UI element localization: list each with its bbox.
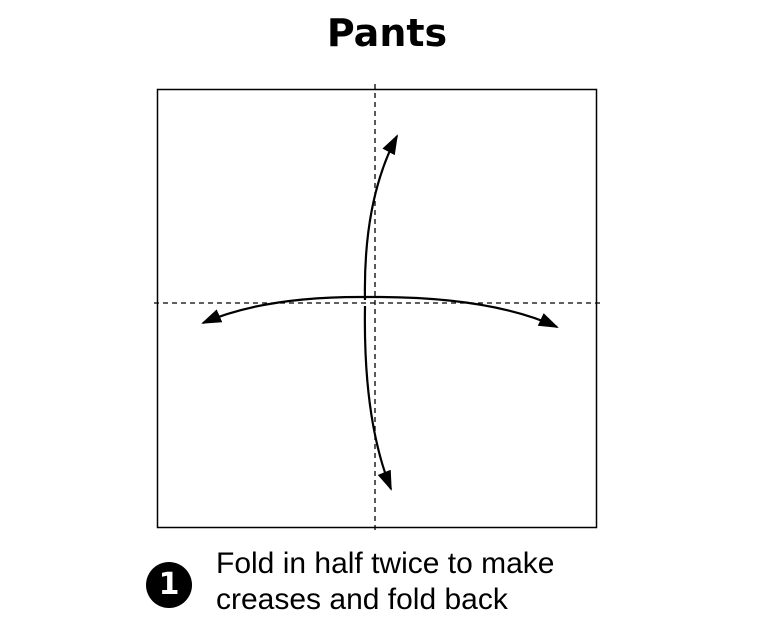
arrow-fold-down <box>363 305 393 491</box>
step-text: Fold in half twice to make creases and f… <box>216 546 636 618</box>
arrow-fold-left <box>201 295 368 325</box>
arrow-fold-up <box>363 134 398 301</box>
step-text-line: creases and fold back <box>216 583 508 616</box>
step-number-badge: 1 <box>146 562 192 608</box>
step-text-line: Fold in half twice to make <box>216 547 555 580</box>
paper-square <box>156 88 598 529</box>
page-title: Pants <box>326 11 448 55</box>
arrow-fold-right <box>366 295 559 328</box>
